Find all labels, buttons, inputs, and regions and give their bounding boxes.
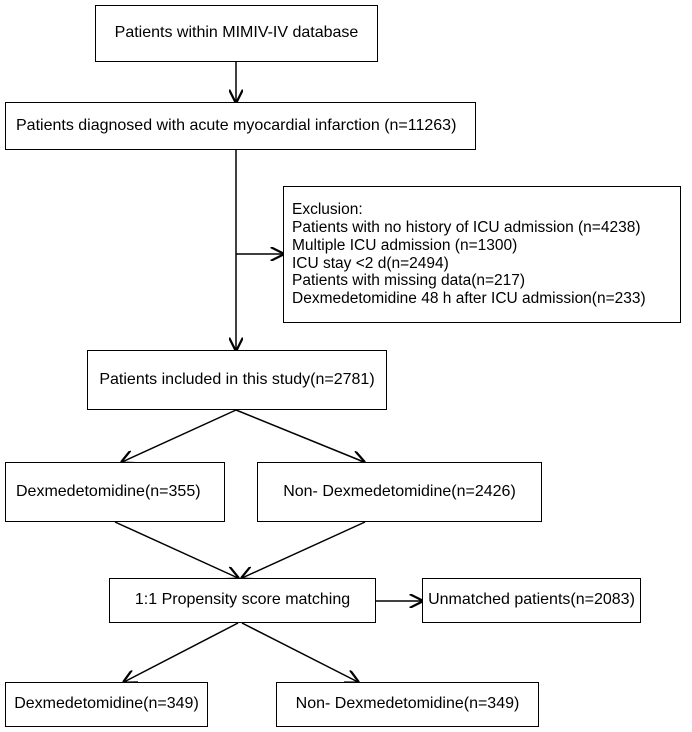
database-box-label: Patients within MIMIV-IV database [114,24,359,42]
non-dexmedetomidine-box: Non- Dexmedetomidine(n=2426) [257,462,542,522]
exclusion-heading: Exclusion: [292,200,363,218]
arrow-included-to-non-dex [235,409,364,462]
exclusion-item: Dexmedetomidine 48 h after ICU admission… [292,290,646,308]
non-dexmedetomidine-box-label: Non- Dexmedetomidine(n=2426) [283,482,516,500]
exclusion-item: Patients with missing data(n=217) [292,272,526,290]
database-box: Patients within MIMIV-IV database [95,5,378,62]
dexmedetomidine-matched-box: Dexmedetomidine(n=349) [5,682,208,727]
exclusion-item: Multiple ICU admission (n=1300) [292,236,518,254]
dexmedetomidine-box-label: Dexmedetomidine(n=355) [16,482,201,500]
non-dexmedetomidine-matched-box-label: Non- Dexmedetomidine(n=349) [295,695,520,713]
dexmedetomidine-box: Dexmedetomidine(n=355) [5,462,225,522]
exclusion-box: Exclusion: Patients with no history of I… [283,186,681,323]
included-box-label: Patients included in this study(n=2781) [99,370,375,388]
exclusion-item: Patients with no history of ICU admissio… [292,218,641,236]
included-box: Patients included in this study(n=2781) [87,350,387,410]
arrow-psm-to-non-dex-matched [241,622,358,682]
non-dexmedetomidine-matched-box: Non- Dexmedetomidine(n=349) [276,682,539,727]
ami-box: Patients diagnosed with acute myocardial… [5,102,476,150]
unmatched-box: Unmatched patients(n=2083) [422,578,641,623]
propensity-matching-box: 1:1 Propensity score matching [109,578,376,623]
arrow-non-dex-to-psm [242,521,366,578]
arrow-included-to-dex [122,409,237,462]
exclusion-item: ICU stay <2 d(n=2494) [292,254,449,272]
dexmedetomidine-matched-box-label: Dexmedetomidine(n=349) [14,695,199,713]
unmatched-box-label: Unmatched patients(n=2083) [428,591,635,609]
arrow-psm-to-dex-matched [124,622,239,682]
ami-box-label: Patients diagnosed with acute myocardial… [16,116,457,134]
arrow-dex-to-psm [114,521,238,578]
propensity-matching-box-label: 1:1 Propensity score matching [134,591,351,609]
